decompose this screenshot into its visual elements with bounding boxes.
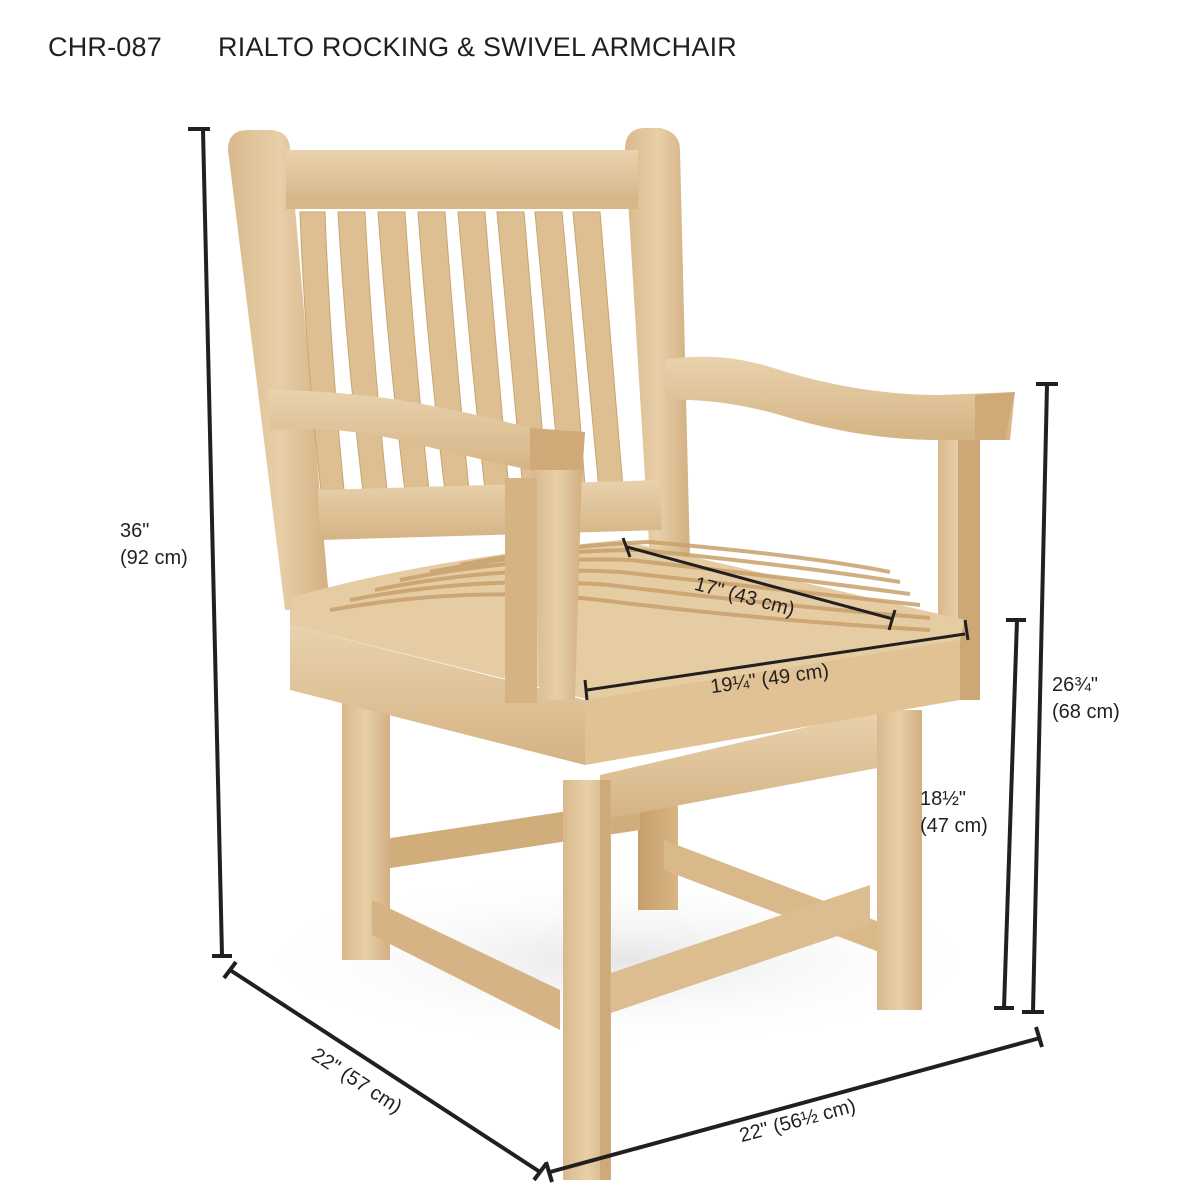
seat-height-inches: 18½"	[920, 788, 967, 810]
depth-dimension-line	[228, 968, 542, 1174]
product-name: RIALTO ROCKING & SWIVEL ARMCHAIR	[218, 32, 737, 62]
chair-back	[228, 128, 690, 610]
height-dimension-line	[201, 129, 224, 956]
arm-height-inches: 26¾"	[1052, 674, 1099, 696]
seat-height-cm: (47 cm)	[920, 815, 988, 837]
overall-height-label: 36" (92 cm)	[120, 518, 188, 572]
arm-height-label: 26¾" (68 cm)	[1052, 672, 1120, 726]
seat-depth-dimension-line	[626, 545, 894, 621]
arm-height-cm: (68 cm)	[1052, 701, 1120, 723]
chair-base	[342, 690, 922, 1180]
overall-height-cm: (92 cm)	[120, 547, 188, 569]
product-sku: CHR-087	[48, 32, 162, 62]
dimension-lines	[188, 127, 1058, 1183]
arm-height-dimension-line	[1031, 384, 1049, 1013]
overall-height-inches: 36"	[120, 520, 150, 542]
width-dimension-line	[549, 1036, 1041, 1174]
seat-height-label: 18½" (47 cm)	[920, 786, 988, 840]
seat-height-dimension-line	[1002, 619, 1019, 1009]
seat-width-dimension-line	[586, 632, 966, 692]
left-arm	[268, 390, 585, 703]
